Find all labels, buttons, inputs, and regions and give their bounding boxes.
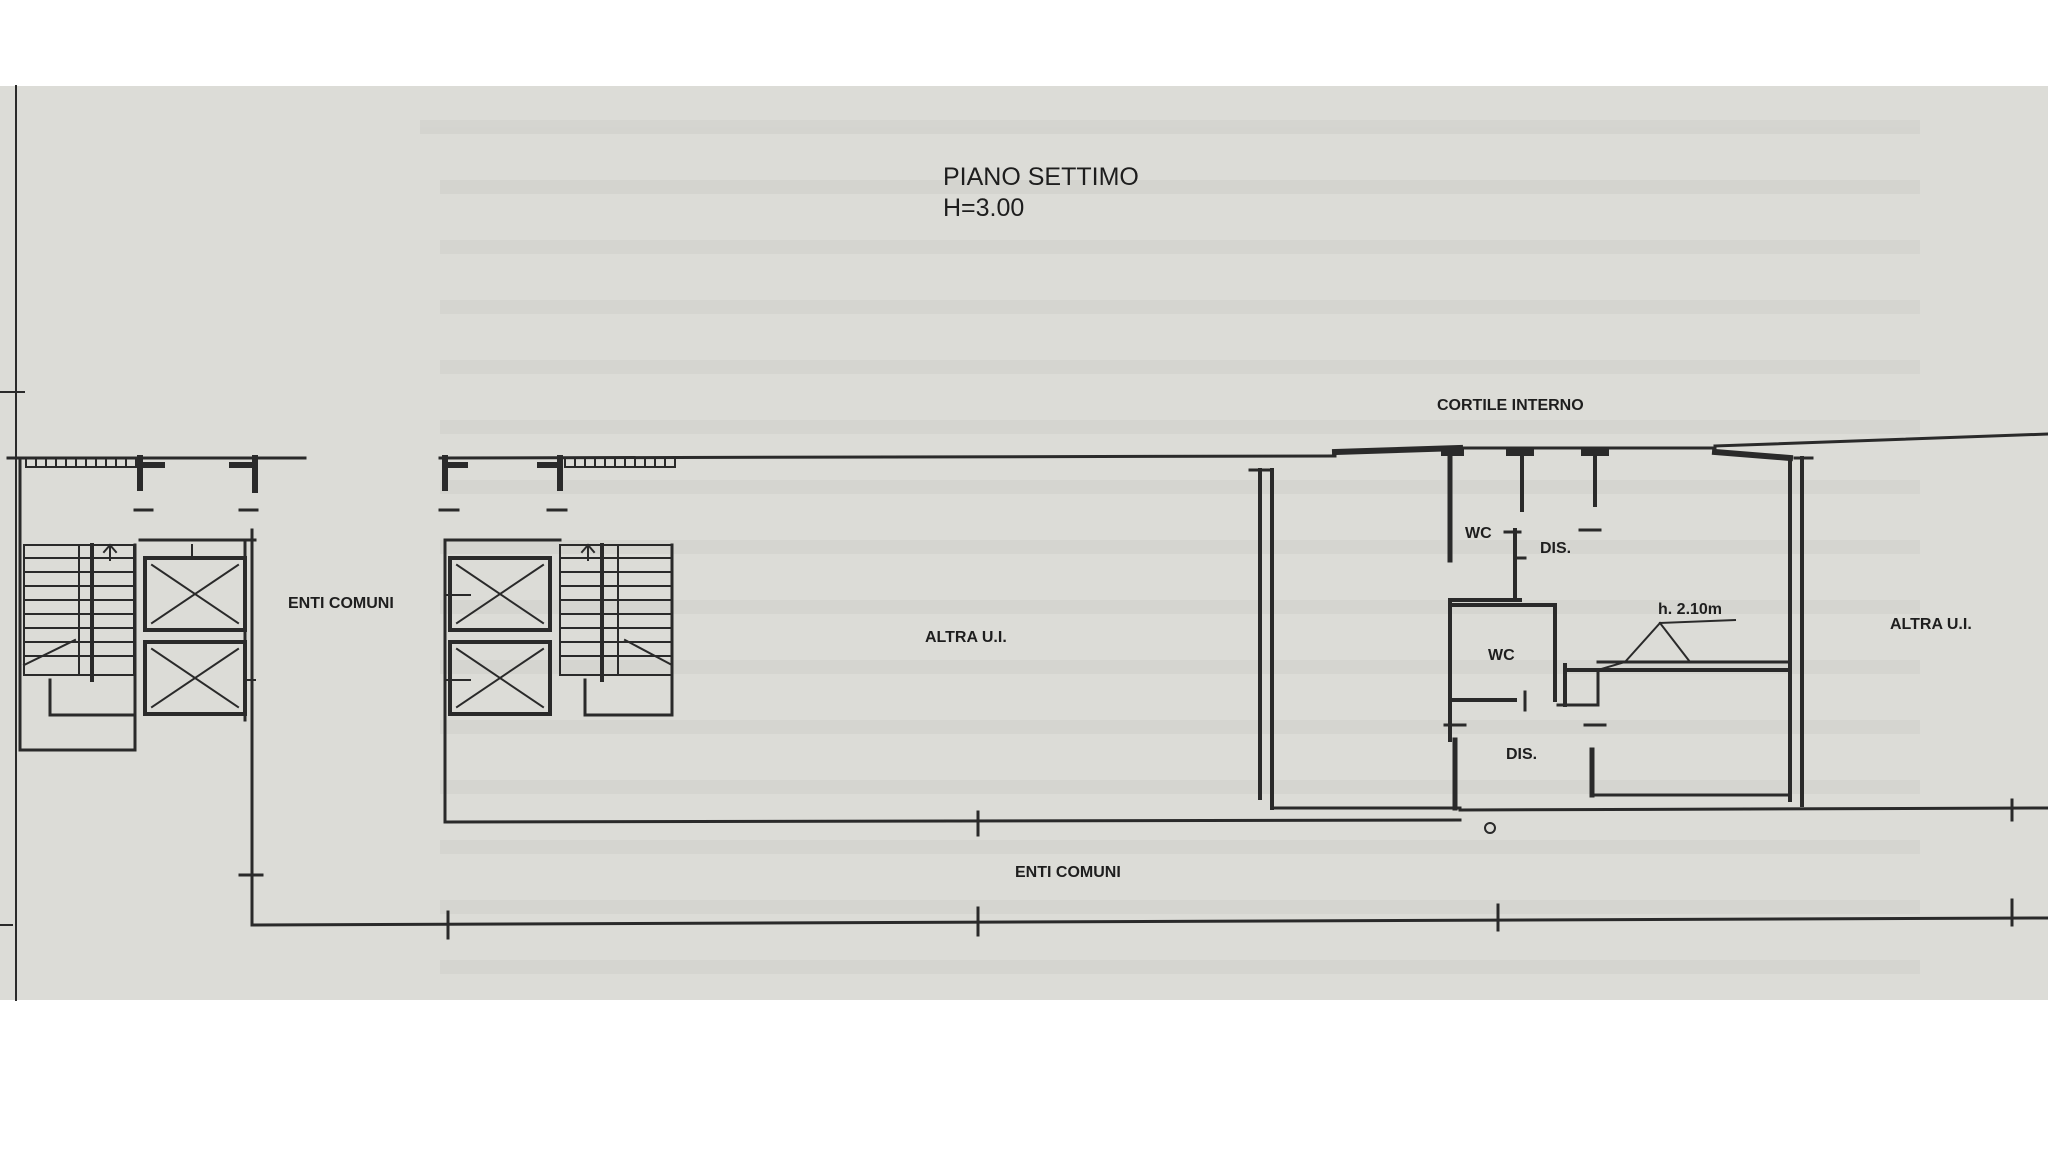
label-enti-comuni-left: ENTI COMUNI	[288, 595, 394, 612]
label-dis-lower: DIS.	[1506, 746, 1537, 763]
building-outline	[0, 432, 2048, 940]
drawing-title-block: PIANO SETTIMO H=3.00	[943, 163, 1139, 222]
label-altra-ui-right: ALTRA U.I.	[1890, 616, 1972, 633]
drawing-title: PIANO SETTIMO	[943, 163, 1139, 191]
middle-unit-walls	[1248, 468, 1462, 810]
right-stair-core	[438, 455, 676, 722]
label-wc-lower: WC	[1488, 647, 1515, 664]
label-altra-ui-center: ALTRA U.I.	[925, 629, 1007, 646]
drawing-height-note: H=3.00	[943, 194, 1024, 222]
label-ceiling-height: h. 2.10m	[1658, 601, 1722, 618]
label-cortile-interno: CORTILE INTERNO	[1437, 397, 1584, 414]
label-enti-comuni-bottom: ENTI COMUNI	[1015, 864, 1121, 881]
bleed-through-texture	[420, 120, 1920, 974]
label-dis-upper: DIS.	[1540, 540, 1571, 557]
right-unit-walls	[1441, 448, 1814, 834]
label-wc-upper: WC	[1465, 525, 1492, 542]
left-stair-core	[22, 455, 259, 752]
